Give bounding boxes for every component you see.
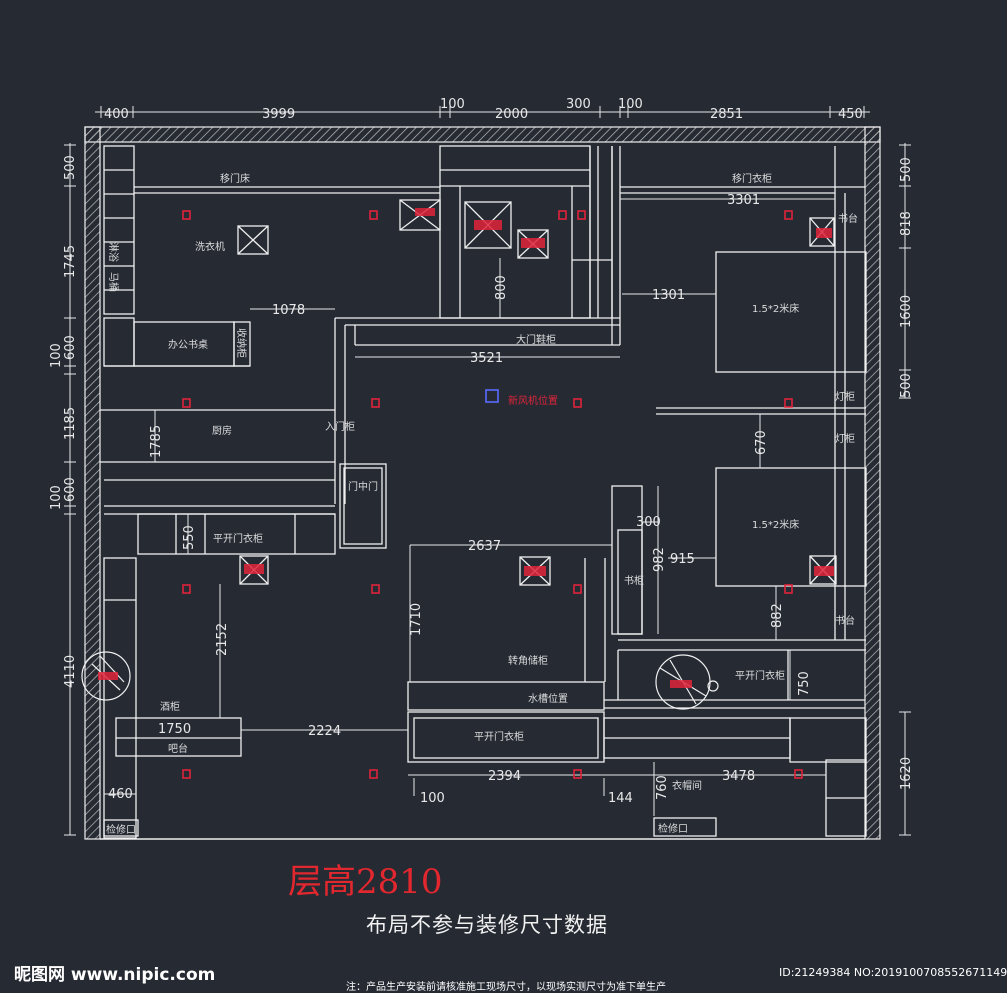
dim-top-3999: 3999 xyxy=(262,107,295,122)
dim-800: 800 xyxy=(494,275,509,300)
dim-2394: 2394 xyxy=(488,769,521,784)
dim-left-1185: 1185 xyxy=(63,407,78,440)
dim-2152: 2152 xyxy=(215,623,230,656)
red-fill-marks xyxy=(98,208,834,688)
red-markers xyxy=(182,210,803,779)
label-top-right-wardrobe: 移门衣柜 xyxy=(732,172,772,185)
label-bed2: 1.5*2米床 xyxy=(752,518,799,531)
label-shower: 淋浴 xyxy=(107,242,120,262)
dim-2637: 2637 xyxy=(468,539,501,554)
label-top-left-wardrobe: 移门床 xyxy=(220,172,250,185)
dim-top-450: 450 xyxy=(838,107,863,122)
dim-915: 915 xyxy=(670,552,695,567)
exterior-walls xyxy=(84,126,881,840)
dim-460: 460 xyxy=(108,787,133,802)
label-washer: 洗衣机 xyxy=(195,240,225,253)
label-hatch2: 检修口 xyxy=(106,823,136,836)
label-office-desk: 办公书桌 xyxy=(168,338,208,351)
label-lamp1: 灯柜 xyxy=(835,390,855,403)
dim-1710: 1710 xyxy=(409,603,424,636)
dim-top-2000: 2000 xyxy=(495,107,528,122)
disclaimer: 布局不参与装修尺寸数据 xyxy=(366,913,608,937)
dim-top-400: 400 xyxy=(104,107,129,122)
dim-3301: 3301 xyxy=(727,193,760,208)
label-desk1: 书台 xyxy=(838,212,858,225)
label-center-mark: 新风机位置 xyxy=(508,394,558,407)
footer-note: 注：产品生产安装前请核准施工现场尺寸，以现场实测尺寸为准下单生产 xyxy=(346,980,666,993)
label-flat-door-right: 平开门衣柜 xyxy=(735,669,785,682)
interior-dimension-lines xyxy=(104,198,835,816)
label-sink-position: 水槽位置 xyxy=(528,692,568,705)
dim-1785: 1785 xyxy=(149,425,164,458)
dim-882: 882 xyxy=(770,603,785,628)
dim-2224: 2224 xyxy=(308,724,341,739)
label-wc: 马桶 xyxy=(107,272,120,292)
label-lamp2: 灯柜 xyxy=(835,432,855,445)
dim-left-1745: 1745 xyxy=(63,245,78,278)
dimension-lines xyxy=(64,106,911,836)
label-door-middle: 门中门 xyxy=(348,480,378,493)
dim-left-500: 500 xyxy=(63,155,78,180)
dim-top-100b: 100 xyxy=(618,97,643,112)
label-enter-door: 入门柜 xyxy=(325,420,355,433)
label-kitchen: 厨房 xyxy=(212,424,232,437)
dim-right-818: 818 xyxy=(899,211,914,236)
dim-144: 144 xyxy=(608,791,633,806)
label-side-cabinet: 书柜 xyxy=(624,574,644,587)
dim-right-500b: 500 xyxy=(899,373,914,398)
label-flat-door-left: 平开门衣柜 xyxy=(213,532,263,545)
label-wine-cabinet: 酒柜 xyxy=(160,700,180,713)
dim-right-1620: 1620 xyxy=(899,757,914,790)
dim-1078: 1078 xyxy=(272,303,305,318)
watermark-site: 昵图网 www.nipic.com xyxy=(14,965,215,985)
dim-550: 550 xyxy=(182,525,197,550)
floor-height: 层高2810 xyxy=(288,862,443,902)
dim-3478: 3478 xyxy=(722,769,755,784)
label-cloakroom: 衣帽间 xyxy=(672,779,702,792)
label-desk2: 书台 xyxy=(835,614,855,627)
dim-left-4110: 4110 xyxy=(63,655,78,688)
label-collect-cabinet: 收纳柜 xyxy=(235,328,248,358)
dim-top-300: 300 xyxy=(566,97,591,112)
watermark-id: ID:21249384 NO:20191007085526711491 xyxy=(779,966,1007,979)
dim-1750: 1750 xyxy=(158,722,191,737)
dim-left-600b: 600 xyxy=(63,477,78,502)
dim-982: 982 xyxy=(652,547,667,572)
dim-left-100b: 100 xyxy=(49,485,64,510)
dim-right-500: 500 xyxy=(899,157,914,182)
label-bed1: 1.5*2米床 xyxy=(752,302,799,315)
label-big-door: 大门鞋柜 xyxy=(516,333,556,346)
label-corner-cabinet: 转角储柜 xyxy=(508,654,548,667)
dim-top-100: 100 xyxy=(440,97,465,112)
dim-1301: 1301 xyxy=(652,288,685,303)
dim-300: 300 xyxy=(636,515,661,530)
dim-100-bottom: 100 xyxy=(420,791,445,806)
dim-top-2851: 2851 xyxy=(710,107,743,122)
dim-left-600: 600 xyxy=(63,335,78,360)
dim-670: 670 xyxy=(754,430,769,455)
label-bar: 吧台 xyxy=(168,742,188,755)
dim-right-1600: 1600 xyxy=(899,295,914,328)
label-flat-door-center: 平开门衣柜 xyxy=(474,730,524,743)
dim-760: 760 xyxy=(655,775,670,800)
label-hatch: 检修口 xyxy=(658,822,688,835)
dim-left-100: 100 xyxy=(49,343,64,368)
dim-3521: 3521 xyxy=(470,351,503,366)
dim-750: 750 xyxy=(797,671,812,696)
